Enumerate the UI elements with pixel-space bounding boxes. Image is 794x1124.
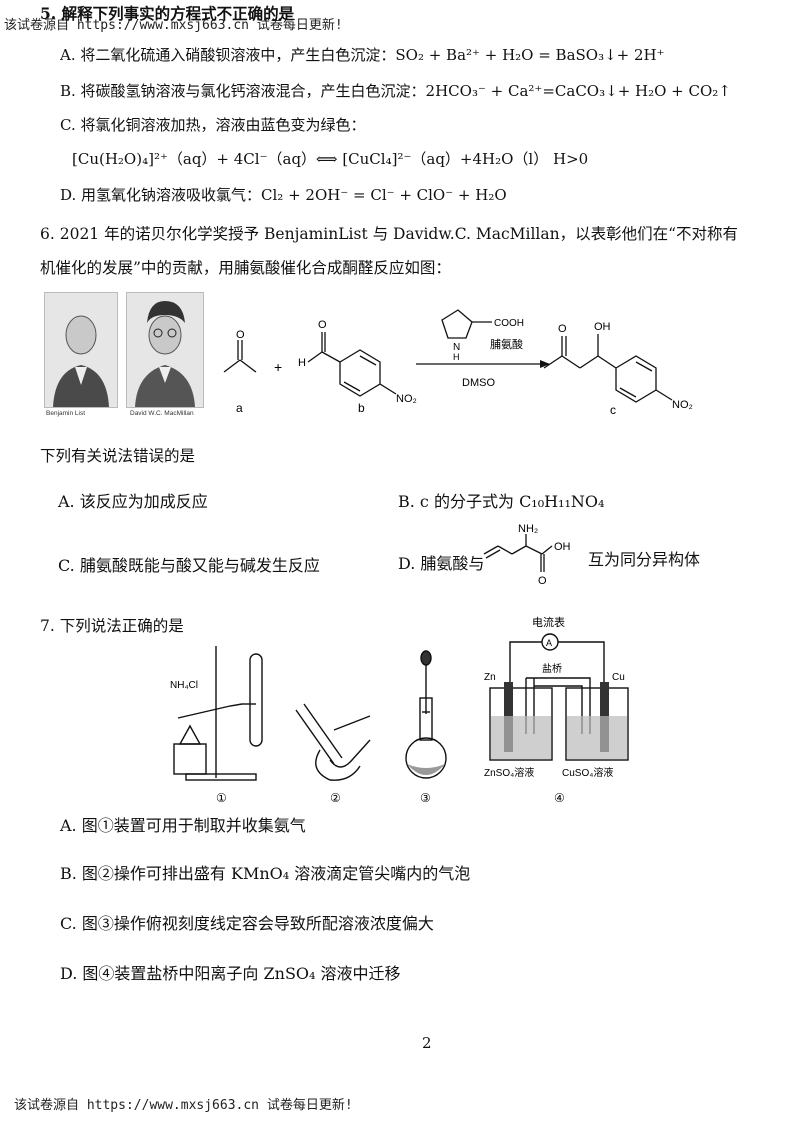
- figure-3-volumetric-flask: ③: [405, 650, 447, 805]
- q5-option-d: D. 用氢氧化钠溶液吸收氯气：Cl₂ + 2OH⁻ = Cl⁻ + ClO⁻ +…: [60, 186, 507, 204]
- flask-solution: [407, 764, 445, 775]
- q6-title-line2: 机催化的发展”中的贡献，用脯氨酸催化合成酮醛反应如图：: [40, 259, 451, 277]
- q5-title: 5. 解释下列事实的方程式不正确的是: [40, 4, 295, 23]
- q5-option-c-equation: [Cu(H₂O)₄]²⁺（aq）+ 4Cl⁻（aq）⟺ [CuCl₄]²⁻（aq…: [72, 150, 589, 168]
- label-c: c: [610, 403, 616, 417]
- proline-h: H: [453, 352, 460, 362]
- figure-1-apparatus: NH₄Cl ①: [170, 646, 263, 805]
- compound-c-structure: [543, 334, 673, 403]
- q6-option-c: C. 脯氨酸既能与酸又能与碱发生反应: [58, 556, 320, 575]
- ammeter-symbol: A: [546, 638, 552, 648]
- figure-4-galvanic-cell: 电流表 A Zn Cu 盐桥 ZnSO₄溶液 CuSO₄溶液 ④: [484, 615, 629, 805]
- proline-n: N: [453, 342, 460, 353]
- fig2-label: ②: [330, 791, 341, 805]
- isomer-nh2: NH₂: [518, 523, 538, 535]
- proline-structure: [441, 309, 492, 339]
- q7-title: 7. 下列说法正确的是: [40, 617, 184, 635]
- fig4-label: ④: [554, 791, 565, 805]
- fig3-label: ③: [420, 791, 431, 805]
- znso4-solution: [491, 716, 551, 759]
- b-no2-label: NO₂: [396, 393, 417, 405]
- fig4-cuso4-label: CuSO₄溶液: [562, 766, 613, 779]
- b-o-label: O: [318, 319, 327, 331]
- page-number: 2: [422, 1034, 432, 1052]
- isomer-structure: NH₂ OH O: [483, 523, 571, 587]
- photo1-caption: Benjamin List: [46, 410, 86, 417]
- reaction-scheme: O a + H O NO₂ b COOH N H 脯氨酸 DMSO O: [223, 309, 693, 417]
- figure-2-burette-operation: ②: [295, 703, 371, 805]
- isomer-o: O: [538, 575, 547, 587]
- c-no2-label: NO₂: [672, 399, 693, 411]
- fig1-label: ①: [216, 791, 227, 805]
- a-o-label: O: [236, 329, 245, 341]
- portrait-1-icon: [53, 315, 109, 407]
- fig4-salt-bridge-label: 盐桥: [542, 662, 562, 675]
- q6-option-d-post: 互为同分异构体: [588, 550, 701, 569]
- catalyst-name: 脯氨酸: [490, 337, 523, 351]
- c-oh-label: OH: [594, 321, 611, 333]
- fig1-nh4cl: NH₄Cl: [170, 680, 198, 691]
- q7-option-d: D. 图④装置盐桥中阳离子向 ZnSO₄ 溶液中迁移: [60, 964, 401, 983]
- fig4-cu-label: Cu: [612, 672, 625, 683]
- compound-a-structure: [223, 340, 257, 373]
- fig4-zn-label: Zn: [484, 672, 496, 683]
- q5-option-a: A. 将二氧化硫通入硝酸钡溶液中，产生白色沉淀：SO₂ + Ba²⁺ + H₂O…: [60, 46, 665, 64]
- b-h-label: H: [298, 357, 306, 369]
- q5-option-b: B. 将碳酸氢钠溶液与氯化钙溶液混合，产生白色沉淀：2HCO₃⁻ + Ca²⁺=…: [60, 82, 731, 100]
- q6-option-b: B. c 的分子式为 C₁₀H₁₁NO₄: [398, 492, 605, 511]
- photo-benjamin-list: [44, 292, 118, 408]
- label-b: b: [358, 401, 365, 415]
- q6-stem: 下列有关说法错误的是: [40, 447, 196, 465]
- compound-b-structure: [307, 332, 397, 397]
- proline-cooh: COOH: [494, 318, 524, 329]
- photo-david-macmillan: [126, 292, 204, 408]
- watermark-bottom: 该试卷源自 https://www.mxsj663.cn 试卷每日更新!: [14, 1098, 353, 1113]
- label-a: a: [236, 401, 243, 415]
- photo2-caption: David W.C. MacMillan: [130, 410, 194, 417]
- isomer-oh: OH: [554, 541, 571, 553]
- plus-sign: +: [274, 359, 282, 375]
- q7-option-c: C. 图③操作俯视刻度线定容会导致所配溶液浓度偏大: [60, 914, 434, 933]
- fig4-ammeter-label: 电流表: [532, 615, 565, 629]
- watermark-top: 该试卷源自 https://www.mxsj663.cn 试卷每日更新!: [4, 18, 343, 33]
- q6-title-line1: 6. 2021 年的诺贝尔化学奖授予 BenjaminList 与 Davidw…: [40, 225, 739, 243]
- cuso4-solution: [567, 716, 627, 759]
- arrow-head-icon: [540, 360, 550, 368]
- q7-option-a: A. 图①装置可用于制取并收集氨气: [60, 816, 306, 835]
- q5-option-c: C. 将氯化铜溶液加热，溶液由蓝色变为绿色：: [60, 116, 366, 134]
- q6-option-d-pre: D. 脯氨酸与: [398, 554, 485, 573]
- c-o-label: O: [558, 323, 567, 335]
- fig4-znso4-label: ZnSO₄溶液: [484, 766, 534, 779]
- q6-option-a: A. 该反应为加成反应: [58, 492, 208, 511]
- q7-option-b: B. 图②操作可排出盛有 KMnO₄ 溶液滴定管尖嘴内的气泡: [60, 864, 471, 883]
- portrait-2-icon: [135, 301, 195, 407]
- solvent-label: DMSO: [462, 377, 495, 389]
